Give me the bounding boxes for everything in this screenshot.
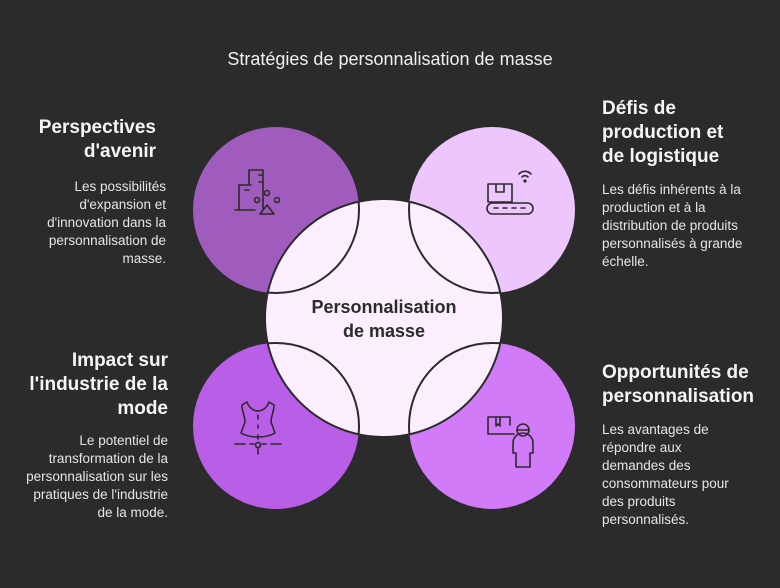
heading-perspectives: Perspectives d'avenir xyxy=(38,117,156,162)
box-consumer-icon xyxy=(487,416,534,468)
center-label-line1: Personnalisation xyxy=(311,297,457,317)
conveyor-box-wifi-icon xyxy=(486,170,534,215)
heading-defis: Défis de production et de logistique xyxy=(602,98,724,167)
heading-opportunites: Opportunités de personnalisation xyxy=(602,362,755,407)
center-label: Personnalisation de masse xyxy=(284,295,484,343)
diagram-title: Stratégies de personnalisation de masse xyxy=(227,49,553,69)
center-label-line2: de masse xyxy=(342,321,426,341)
description-defis: Les défis inhérents à la production et à… xyxy=(602,182,743,269)
dress-pattern-icon xyxy=(234,401,282,455)
description-opportunites: Les avantages de répondre aux demandes d… xyxy=(602,422,729,527)
center-circle xyxy=(264,198,504,438)
heading-impact: Impact sur l'industrie de la mode xyxy=(29,350,168,419)
factory-shapes-icon xyxy=(234,169,281,215)
description-perspectives: Les possibilités d'expansion et d'innova… xyxy=(47,179,166,266)
description-impact: Le potentiel de transformation de la per… xyxy=(26,433,168,520)
overlap-arcs xyxy=(265,199,503,437)
